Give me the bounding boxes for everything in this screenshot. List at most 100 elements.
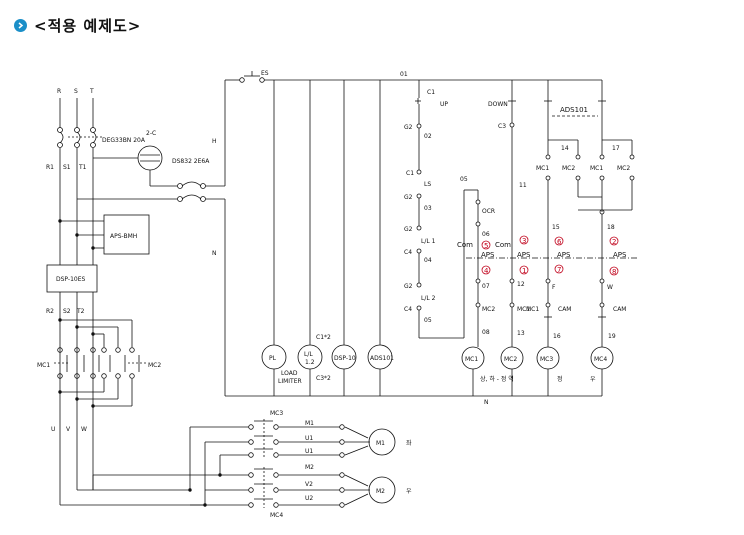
label-o5: 05: [424, 317, 432, 324]
label-w-contact: W: [607, 284, 613, 291]
label-mc1-cam: MC1: [526, 306, 539, 313]
label-r2: R2: [46, 308, 54, 315]
label-14: 14: [561, 145, 569, 152]
label-u1: U1: [305, 435, 313, 442]
motor-m1-dir: 좌: [406, 439, 412, 447]
label-cam-b: CAM: [613, 306, 626, 313]
label-aps-c: APS: [557, 251, 571, 259]
label-aps-a: APS: [481, 251, 495, 259]
label-aps-bmh: APS-BMH: [110, 233, 137, 240]
label-ll2: L/L 2: [421, 295, 436, 302]
control-circuit: ES 01 N PL LOAD LIMITER L/L 1.2 C1*2 C3*…: [225, 70, 637, 406]
label-c1-b: C1: [406, 170, 414, 177]
label-u2: U2: [305, 495, 313, 502]
label-cam-a: CAM: [558, 306, 571, 313]
label-up: UP: [440, 101, 448, 108]
label-mc2-coil: MC2: [504, 356, 517, 363]
label-dsp-10es: DSP-10ES: [56, 276, 86, 283]
label-o2: 02: [424, 133, 432, 140]
label-u: U: [51, 426, 55, 433]
label-08: 08: [482, 329, 490, 336]
circle-number-5: 5: [484, 242, 488, 250]
label-aps-d: APS: [613, 251, 627, 259]
label-w: W: [81, 426, 87, 433]
label-m1: M1: [305, 420, 314, 427]
label-mc4-bottom: MC4: [270, 512, 283, 519]
label-com-a: Com: [457, 241, 473, 249]
label-limiter: LIMITER: [278, 378, 302, 385]
label-g2-b: G2: [404, 194, 413, 201]
motor-m2-dir: 우: [406, 488, 412, 495]
label-g2-c: G2: [404, 226, 413, 233]
label-s1: S1: [63, 164, 71, 171]
left-power-section: R S T DEG33BN 20A R1 S1 T1 2-C DS832 2E6…: [37, 80, 226, 490]
label-ls: LS: [424, 181, 431, 188]
label-es: ES: [261, 70, 269, 77]
label-t1: T1: [78, 164, 87, 171]
label-fuse: DS832 2E6A: [172, 158, 210, 165]
label-mc2-relay-a: MC2: [562, 165, 575, 172]
label-12: 12: [517, 281, 525, 288]
label-c1: C1: [427, 89, 435, 96]
circle-number-2: 2: [612, 238, 616, 246]
label-u1b: U1: [305, 448, 313, 455]
circle-number-1: 1: [522, 267, 526, 275]
label-mc2-contact: MC2: [482, 306, 495, 313]
label-f: F: [552, 284, 556, 291]
label-ads101: ADS101: [370, 355, 394, 362]
label-o1: 01: [400, 71, 408, 78]
label-mc1-contact: MC1: [517, 306, 530, 313]
label-v: V: [66, 426, 71, 433]
label-mc1-left: MC1: [37, 362, 50, 369]
label-m2: M2: [305, 464, 314, 471]
label-dsp10: DSP-10: [334, 355, 356, 362]
label-ll: L/L: [304, 351, 313, 358]
circle-number-8: 8: [612, 268, 616, 276]
label-17: 17: [612, 145, 620, 152]
label-05: 05: [460, 176, 468, 183]
label-t2: T2: [76, 308, 85, 315]
label-yeok: 우: [590, 376, 596, 383]
label-h: H: [212, 138, 217, 145]
label-mc1-coil: MC1: [465, 356, 478, 363]
motor-section: MC3 MC4: [59, 410, 412, 519]
label-breaker: DEG33BN 20A: [102, 137, 146, 144]
label-c3-2: C3*2: [316, 375, 331, 382]
label-t: T: [89, 88, 94, 95]
label-s: S: [74, 88, 78, 95]
label-19: 19: [608, 333, 616, 340]
label-13: 13: [517, 330, 525, 337]
label-pl: PL: [269, 355, 277, 362]
label-ocr: OCR: [482, 208, 495, 215]
circle-number-4: 4: [484, 267, 489, 275]
label-mc3-coil: MC3: [540, 356, 553, 363]
label-meter: 2-C: [146, 130, 156, 137]
motor-m2-label: M2: [376, 488, 385, 495]
label-jeong: 정: [557, 376, 563, 383]
label-s2: S2: [63, 308, 71, 315]
label-ll-12: 1.2: [305, 359, 315, 366]
label-g2-a: G2: [404, 124, 413, 131]
chevron-right-icon: [14, 18, 27, 32]
label-v2: V2: [305, 481, 313, 488]
label-mc1-relay-b: MC1: [590, 165, 603, 172]
label-16: 16: [553, 333, 561, 340]
label-06: 06: [482, 231, 490, 238]
label-aps-b: APS: [517, 251, 531, 259]
label-c4-a: C4: [404, 249, 412, 256]
label-mc4-coil: MC4: [594, 356, 607, 363]
label-07: 07: [482, 283, 490, 290]
circle-number-3: 3: [522, 237, 526, 245]
label-11: 11: [519, 182, 527, 189]
label-n: N: [212, 250, 217, 257]
label-n-bus: N: [484, 399, 489, 406]
circle-number-6: 6: [557, 238, 562, 246]
label-o4: 04: [424, 257, 432, 264]
label-r: R: [57, 88, 61, 95]
page-title: <적용 예제도>: [34, 16, 142, 35]
circle-number-7: 7: [557, 266, 561, 274]
label-ads101-relay: ADS101: [560, 106, 588, 114]
label-mc2-relay-b: MC2: [617, 165, 630, 172]
label-r1: R1: [46, 164, 54, 171]
